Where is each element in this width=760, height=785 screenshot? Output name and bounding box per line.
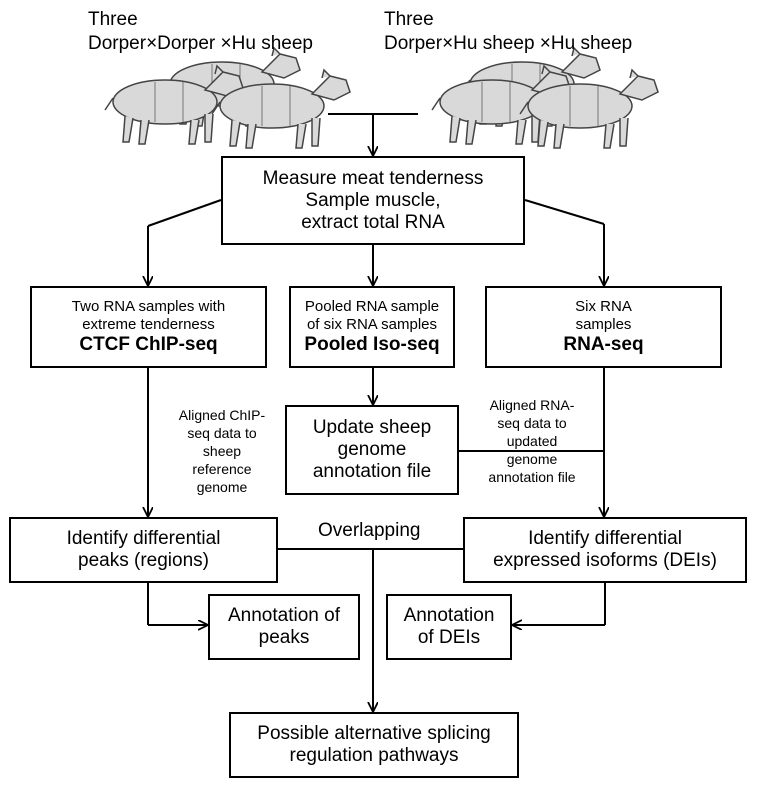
- deis-line2: expressed isoforms (DEIs): [493, 550, 717, 571]
- group-left-count: Three: [88, 9, 138, 30]
- peaks-line1: Identify differential: [66, 528, 221, 549]
- measure-line1: Measure meat tenderness: [262, 167, 484, 189]
- rna-desc2: samples: [575, 316, 632, 333]
- iso-desc2: of six RNA samples: [306, 316, 438, 333]
- chip-box: Two RNA samples with extreme tenderness …: [30, 286, 267, 368]
- group-right-name: Dorper×Hu sheep ×Hu sheep: [384, 33, 633, 54]
- annotation-deis-box: Annotation of DEIs: [386, 594, 512, 660]
- update-line1: Update sheep: [312, 417, 432, 438]
- annotation-peaks-box: Annotation of peaks: [208, 594, 360, 660]
- chip-align-note: Aligned ChIP- seq data to sheep referenc…: [158, 406, 286, 496]
- chip-align-line: seq data to: [187, 425, 257, 441]
- pathways-box: Possible alternative splicing regulation…: [229, 712, 519, 778]
- rna-align-line: annotation file: [488, 469, 576, 485]
- peaks-line2: peaks (regions): [78, 550, 209, 571]
- measure-box: Measure meat tenderness Sample muscle, e…: [221, 156, 525, 245]
- pathways-line1: Possible alternative splicing: [257, 723, 491, 744]
- chip-align-line: sheep: [202, 443, 242, 459]
- rna-align-line: updated: [506, 433, 558, 449]
- sheep-group-right-icon: [431, 47, 659, 149]
- rna-align-line: seq data to: [497, 415, 567, 431]
- rna-align-note: Aligned RNA- seq data to updated genome …: [470, 396, 594, 486]
- rna-desc1: Six RNA: [575, 298, 632, 315]
- pathways-line2: regulation pathways: [289, 745, 459, 766]
- iso-box: Pooled RNA sample of six RNA samples Poo…: [289, 286, 455, 368]
- identify-peaks-box: Identify differential peaks (regions): [9, 517, 278, 583]
- chip-desc1: Two RNA samples with: [71, 298, 226, 315]
- rna-align-line: Aligned RNA-: [489, 397, 575, 413]
- annot-peaks-line2: peaks: [258, 627, 310, 648]
- identify-deis-box: Identify differential expressed isoforms…: [463, 517, 747, 583]
- rna-method: RNA-seq: [563, 334, 644, 355]
- iso-method: Pooled Iso-seq: [304, 334, 440, 355]
- group-right-title: Three Dorper×Hu sheep ×Hu sheep: [384, 8, 632, 56]
- annot-deis-line2: of DEIs: [417, 627, 481, 648]
- update-annotation-box: Update sheep genome annotation file: [285, 405, 459, 495]
- update-line3: annotation file: [312, 461, 432, 482]
- chip-method: CTCF ChIP-seq: [79, 334, 218, 355]
- group-left-title: Three Dorper×Dorper ×Hu sheep: [88, 8, 313, 56]
- chip-desc2: extreme tenderness: [82, 316, 215, 333]
- sheep-group-left-icon: [104, 47, 351, 149]
- chip-align-line: Aligned ChIP-: [178, 407, 266, 423]
- rna-align-line: genome: [506, 451, 558, 467]
- group-left-name: Dorper×Dorper ×Hu sheep: [88, 33, 313, 54]
- measure-line2: Sample muscle,: [305, 189, 441, 211]
- rna-box: Six RNA samples RNA-seq: [485, 286, 722, 368]
- overlapping-label: Overlapping: [318, 520, 421, 541]
- update-line2: genome: [337, 439, 407, 460]
- chip-align-line: genome: [196, 479, 248, 495]
- deis-line1: Identify differential: [528, 528, 682, 549]
- annot-peaks-line1: Annotation of: [228, 605, 340, 626]
- chip-align-line: reference: [192, 461, 252, 477]
- group-right-count: Three: [384, 9, 434, 30]
- annot-deis-line1: Annotation: [403, 605, 495, 626]
- measure-line3: extract total RNA: [301, 211, 445, 233]
- iso-desc1: Pooled RNA sample: [304, 298, 440, 315]
